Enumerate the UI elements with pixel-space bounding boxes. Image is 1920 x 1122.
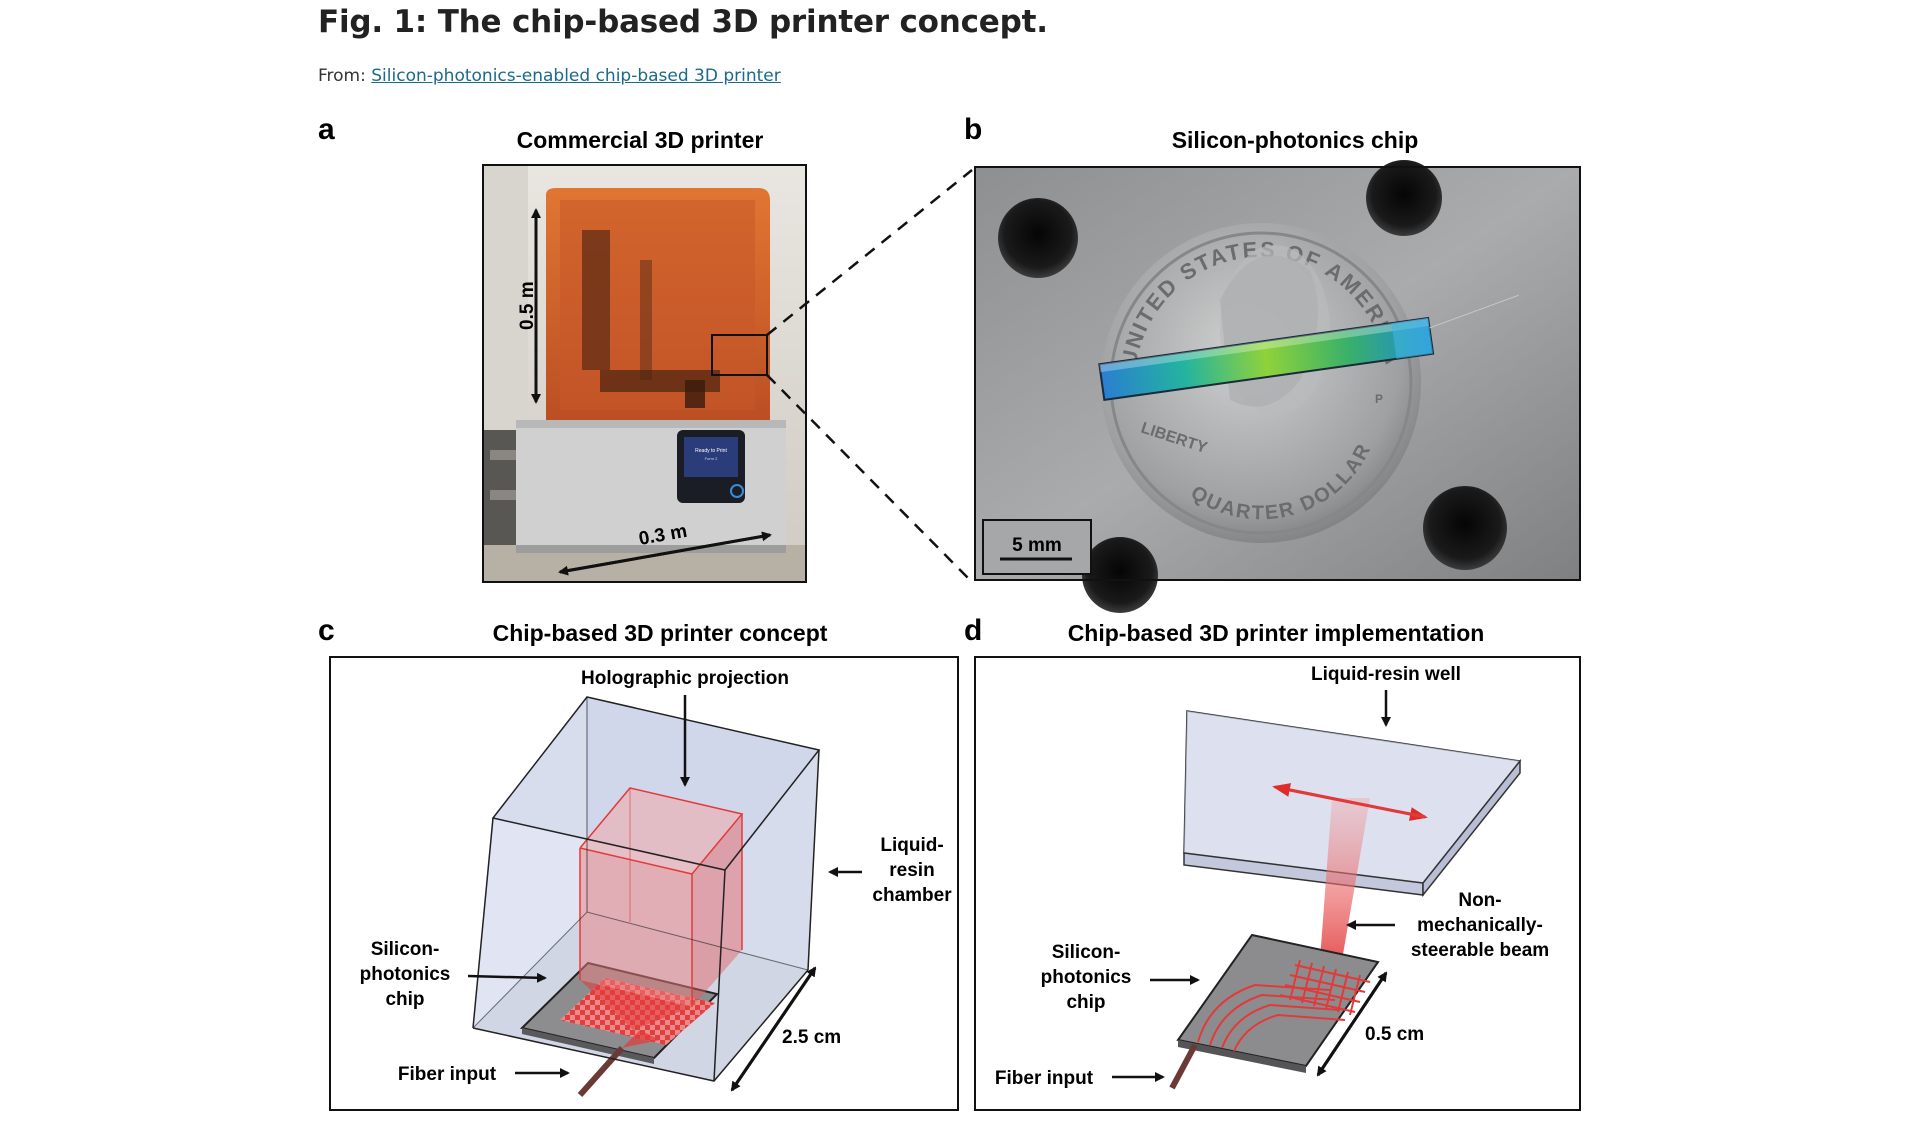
panel-c: c Chip-based 3D printer concept <box>318 614 959 1111</box>
label-beam-line3: steerable beam <box>1411 940 1549 961</box>
resin-well <box>1183 710 1522 898</box>
label-fiber-d: Fiber input <box>995 1068 1094 1089</box>
panel-a-frame <box>482 164 807 583</box>
panel-d: d Chip-based 3D printer implementation <box>964 614 1581 1111</box>
label-chip-c-line2: photonics <box>360 964 451 985</box>
printer-photo: Ready to Print Form 2 0.5 m 0.3 m <box>483 165 806 582</box>
chip-on-coin-photo: UNITED STATES OF AMERICA QUARTER DOLLAR … <box>975 160 1580 613</box>
label-fiber-c: Fiber input <box>398 1064 497 1085</box>
panel-a-title: Commercial 3D printer <box>517 127 764 153</box>
panel-b: b Silicon-photonics chip UNITED STATES O… <box>964 113 1581 613</box>
label-size-c: 2.5 cm <box>782 1027 841 1048</box>
label-resin-well: Liquid-resin well <box>1311 664 1461 685</box>
label-chip-d-line1: Silicon- <box>1052 942 1121 963</box>
label-holographic-projection: Holographic projection <box>581 668 789 689</box>
label-beam-line2: mechanically- <box>1417 915 1543 936</box>
label-chip-d-line3: chip <box>1066 992 1105 1013</box>
label-chip-d-line2: photonics <box>1041 967 1132 988</box>
panel-b-title: Silicon-photonics chip <box>1172 127 1419 153</box>
label-chamber-line2: resin <box>889 860 934 881</box>
mounting-hole <box>1366 160 1442 236</box>
steerable-beam <box>1320 798 1370 960</box>
from-label: From: <box>318 66 366 86</box>
panel-a-letter: a <box>318 113 335 146</box>
label-size-d: 0.5 cm <box>1365 1024 1424 1045</box>
panel-d-title: Chip-based 3D printer implementation <box>1068 620 1485 646</box>
mounting-hole <box>1423 486 1507 570</box>
height-label: 0.5 m <box>517 281 538 330</box>
printer-screen-model: Form 2 <box>705 456 718 461</box>
figure-title: Fig. 1: The chip-based 3D printer concep… <box>318 4 1048 40</box>
panel-a: a Commercial 3D printer <box>318 113 807 583</box>
label-chamber-line1: Liquid- <box>880 835 943 856</box>
source-article-link[interactable]: Silicon-photonics-enabled chip-based 3D … <box>371 66 781 86</box>
coin-mint-mark: P <box>1375 392 1383 406</box>
panel-b-frame <box>974 166 1581 581</box>
figure-source: From: Silicon-photonics-enabled chip-bas… <box>318 66 781 86</box>
zoom-line-top <box>766 169 973 336</box>
panel-b-letter: b <box>964 113 982 146</box>
panel-c-title: Chip-based 3D printer concept <box>493 620 828 646</box>
panel-c-letter: c <box>318 614 335 647</box>
zoom-line-bottom <box>766 374 973 583</box>
arrow-chip-c <box>467 972 547 983</box>
label-beam-line1: Non- <box>1458 890 1501 911</box>
zoom-region-box <box>711 334 768 376</box>
panel-d-letter: d <box>964 614 982 647</box>
chip-implementation <box>1169 933 1380 1090</box>
fiber-concept <box>577 1046 625 1097</box>
fiber-implementation <box>1169 1043 1198 1090</box>
label-chip-c-line3: chip <box>385 989 424 1010</box>
printer-screen-status: Ready to Print <box>695 448 727 454</box>
scale-bar-box <box>982 519 1092 575</box>
label-chip-c-line1: Silicon- <box>371 939 440 960</box>
mounting-hole <box>1082 537 1158 613</box>
photonics-chip <box>1098 294 1519 402</box>
label-chamber-line3: chamber <box>872 885 952 906</box>
mounting-hole <box>998 198 1078 278</box>
resin-chamber <box>472 696 821 1097</box>
scale-bar-label: 5 mm <box>1012 535 1062 556</box>
